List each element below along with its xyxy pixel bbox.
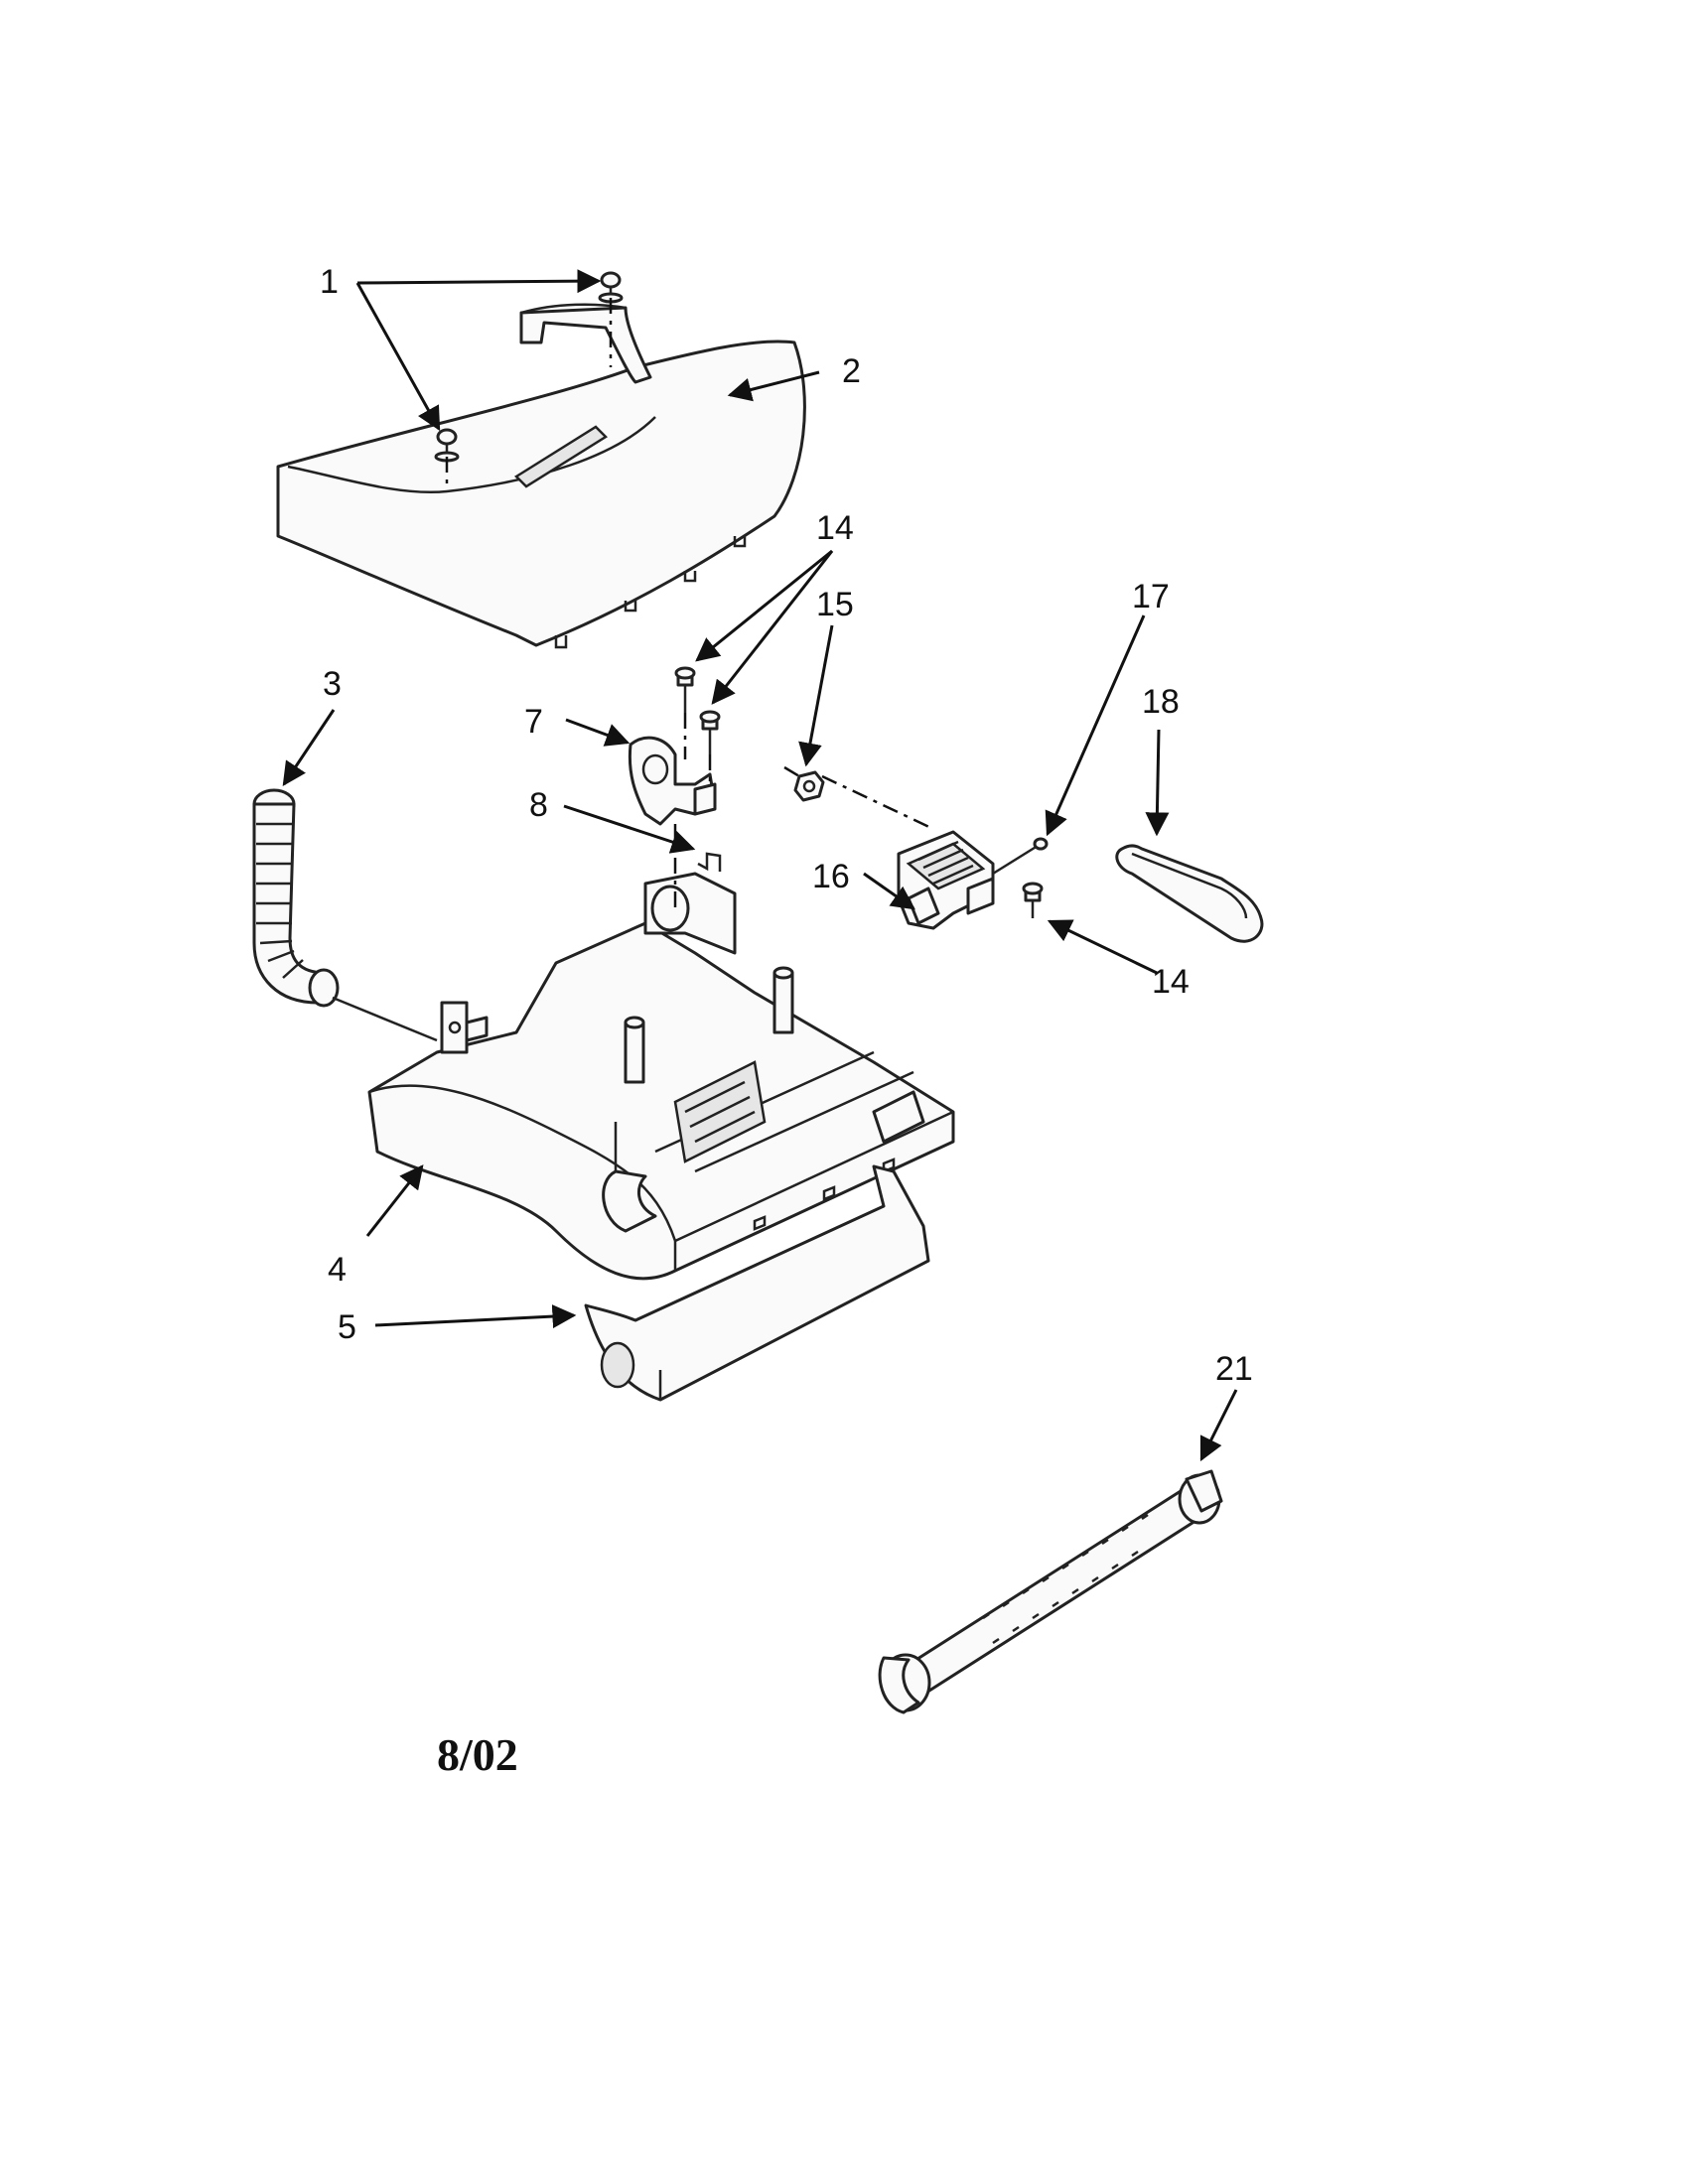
hose-part bbox=[252, 788, 340, 1008]
callout-3: 3 bbox=[323, 665, 342, 703]
callout-8: 8 bbox=[529, 786, 548, 824]
nut-part-15 bbox=[793, 770, 825, 802]
screw-part-14c bbox=[1022, 882, 1044, 918]
base-housing-part bbox=[367, 872, 955, 1281]
screw-part-14b bbox=[699, 710, 721, 754]
callout-4: 4 bbox=[328, 1251, 347, 1289]
callout-2: 2 bbox=[842, 352, 861, 390]
bracket-part-7 bbox=[628, 736, 717, 826]
callout-21: 21 bbox=[1215, 1350, 1253, 1388]
callout-18: 18 bbox=[1142, 683, 1180, 721]
pin-part-17 bbox=[992, 837, 1049, 876]
screw-part-14a bbox=[674, 666, 696, 713]
switch-part-16 bbox=[897, 830, 995, 930]
callout-1: 1 bbox=[320, 263, 339, 301]
brushroll-part-21 bbox=[878, 1469, 1223, 1714]
callout-14-top: 14 bbox=[816, 509, 854, 547]
belt-part-18 bbox=[1115, 844, 1264, 943]
callout-14-right: 14 bbox=[1152, 963, 1190, 1001]
clip-part-8 bbox=[697, 852, 722, 872]
top-cover-part bbox=[276, 303, 806, 649]
bottom-plate-part bbox=[584, 1164, 930, 1402]
callout-7: 7 bbox=[524, 703, 543, 741]
callout-16: 16 bbox=[812, 858, 850, 895]
date-code: 8/02 bbox=[437, 1729, 518, 1780]
callout-5: 5 bbox=[338, 1308, 356, 1346]
callout-17: 17 bbox=[1132, 578, 1170, 615]
callout-15: 15 bbox=[816, 586, 854, 623]
screw-part-1a bbox=[598, 271, 624, 304]
